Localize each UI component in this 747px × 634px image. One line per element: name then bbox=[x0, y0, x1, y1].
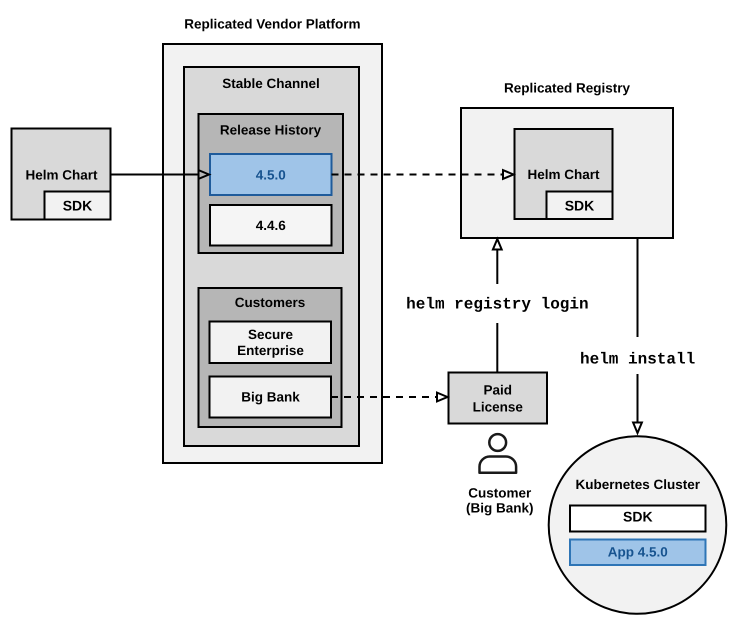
svg-text:Enterprise: Enterprise bbox=[237, 343, 304, 358]
svg-text:SDK: SDK bbox=[623, 508, 653, 524]
svg-text:License: License bbox=[473, 400, 524, 415]
svg-text:Stable Channel: Stable Channel bbox=[222, 76, 320, 91]
svg-text:helm registry login: helm registry login bbox=[406, 295, 588, 313]
svg-text:4.4.6: 4.4.6 bbox=[256, 218, 287, 233]
svg-text:Replicated Vendor Platform: Replicated Vendor Platform bbox=[184, 17, 360, 32]
svg-text:Paid: Paid bbox=[484, 383, 513, 398]
svg-text:Release History: Release History bbox=[220, 123, 322, 138]
svg-text:4.5.0: 4.5.0 bbox=[256, 168, 286, 183]
svg-text:Secure: Secure bbox=[248, 327, 294, 342]
svg-text:helm install: helm install bbox=[580, 350, 695, 368]
svg-text:Replicated Registry: Replicated Registry bbox=[504, 81, 631, 96]
svg-text:SDK: SDK bbox=[63, 197, 93, 213]
svg-text:App 4.5.0: App 4.5.0 bbox=[608, 545, 668, 560]
svg-text:Helm Chart: Helm Chart bbox=[527, 167, 600, 182]
svg-text:Kubernetes Cluster: Kubernetes Cluster bbox=[576, 477, 701, 492]
svg-text:Helm Chart: Helm Chart bbox=[25, 168, 98, 183]
svg-text:Big Bank: Big Bank bbox=[241, 390, 300, 405]
svg-text:(Big Bank): (Big Bank) bbox=[466, 501, 534, 516]
svg-text:Customer: Customer bbox=[468, 486, 532, 501]
svg-text:Customers: Customers bbox=[235, 295, 306, 310]
svg-text:SDK: SDK bbox=[565, 197, 595, 213]
